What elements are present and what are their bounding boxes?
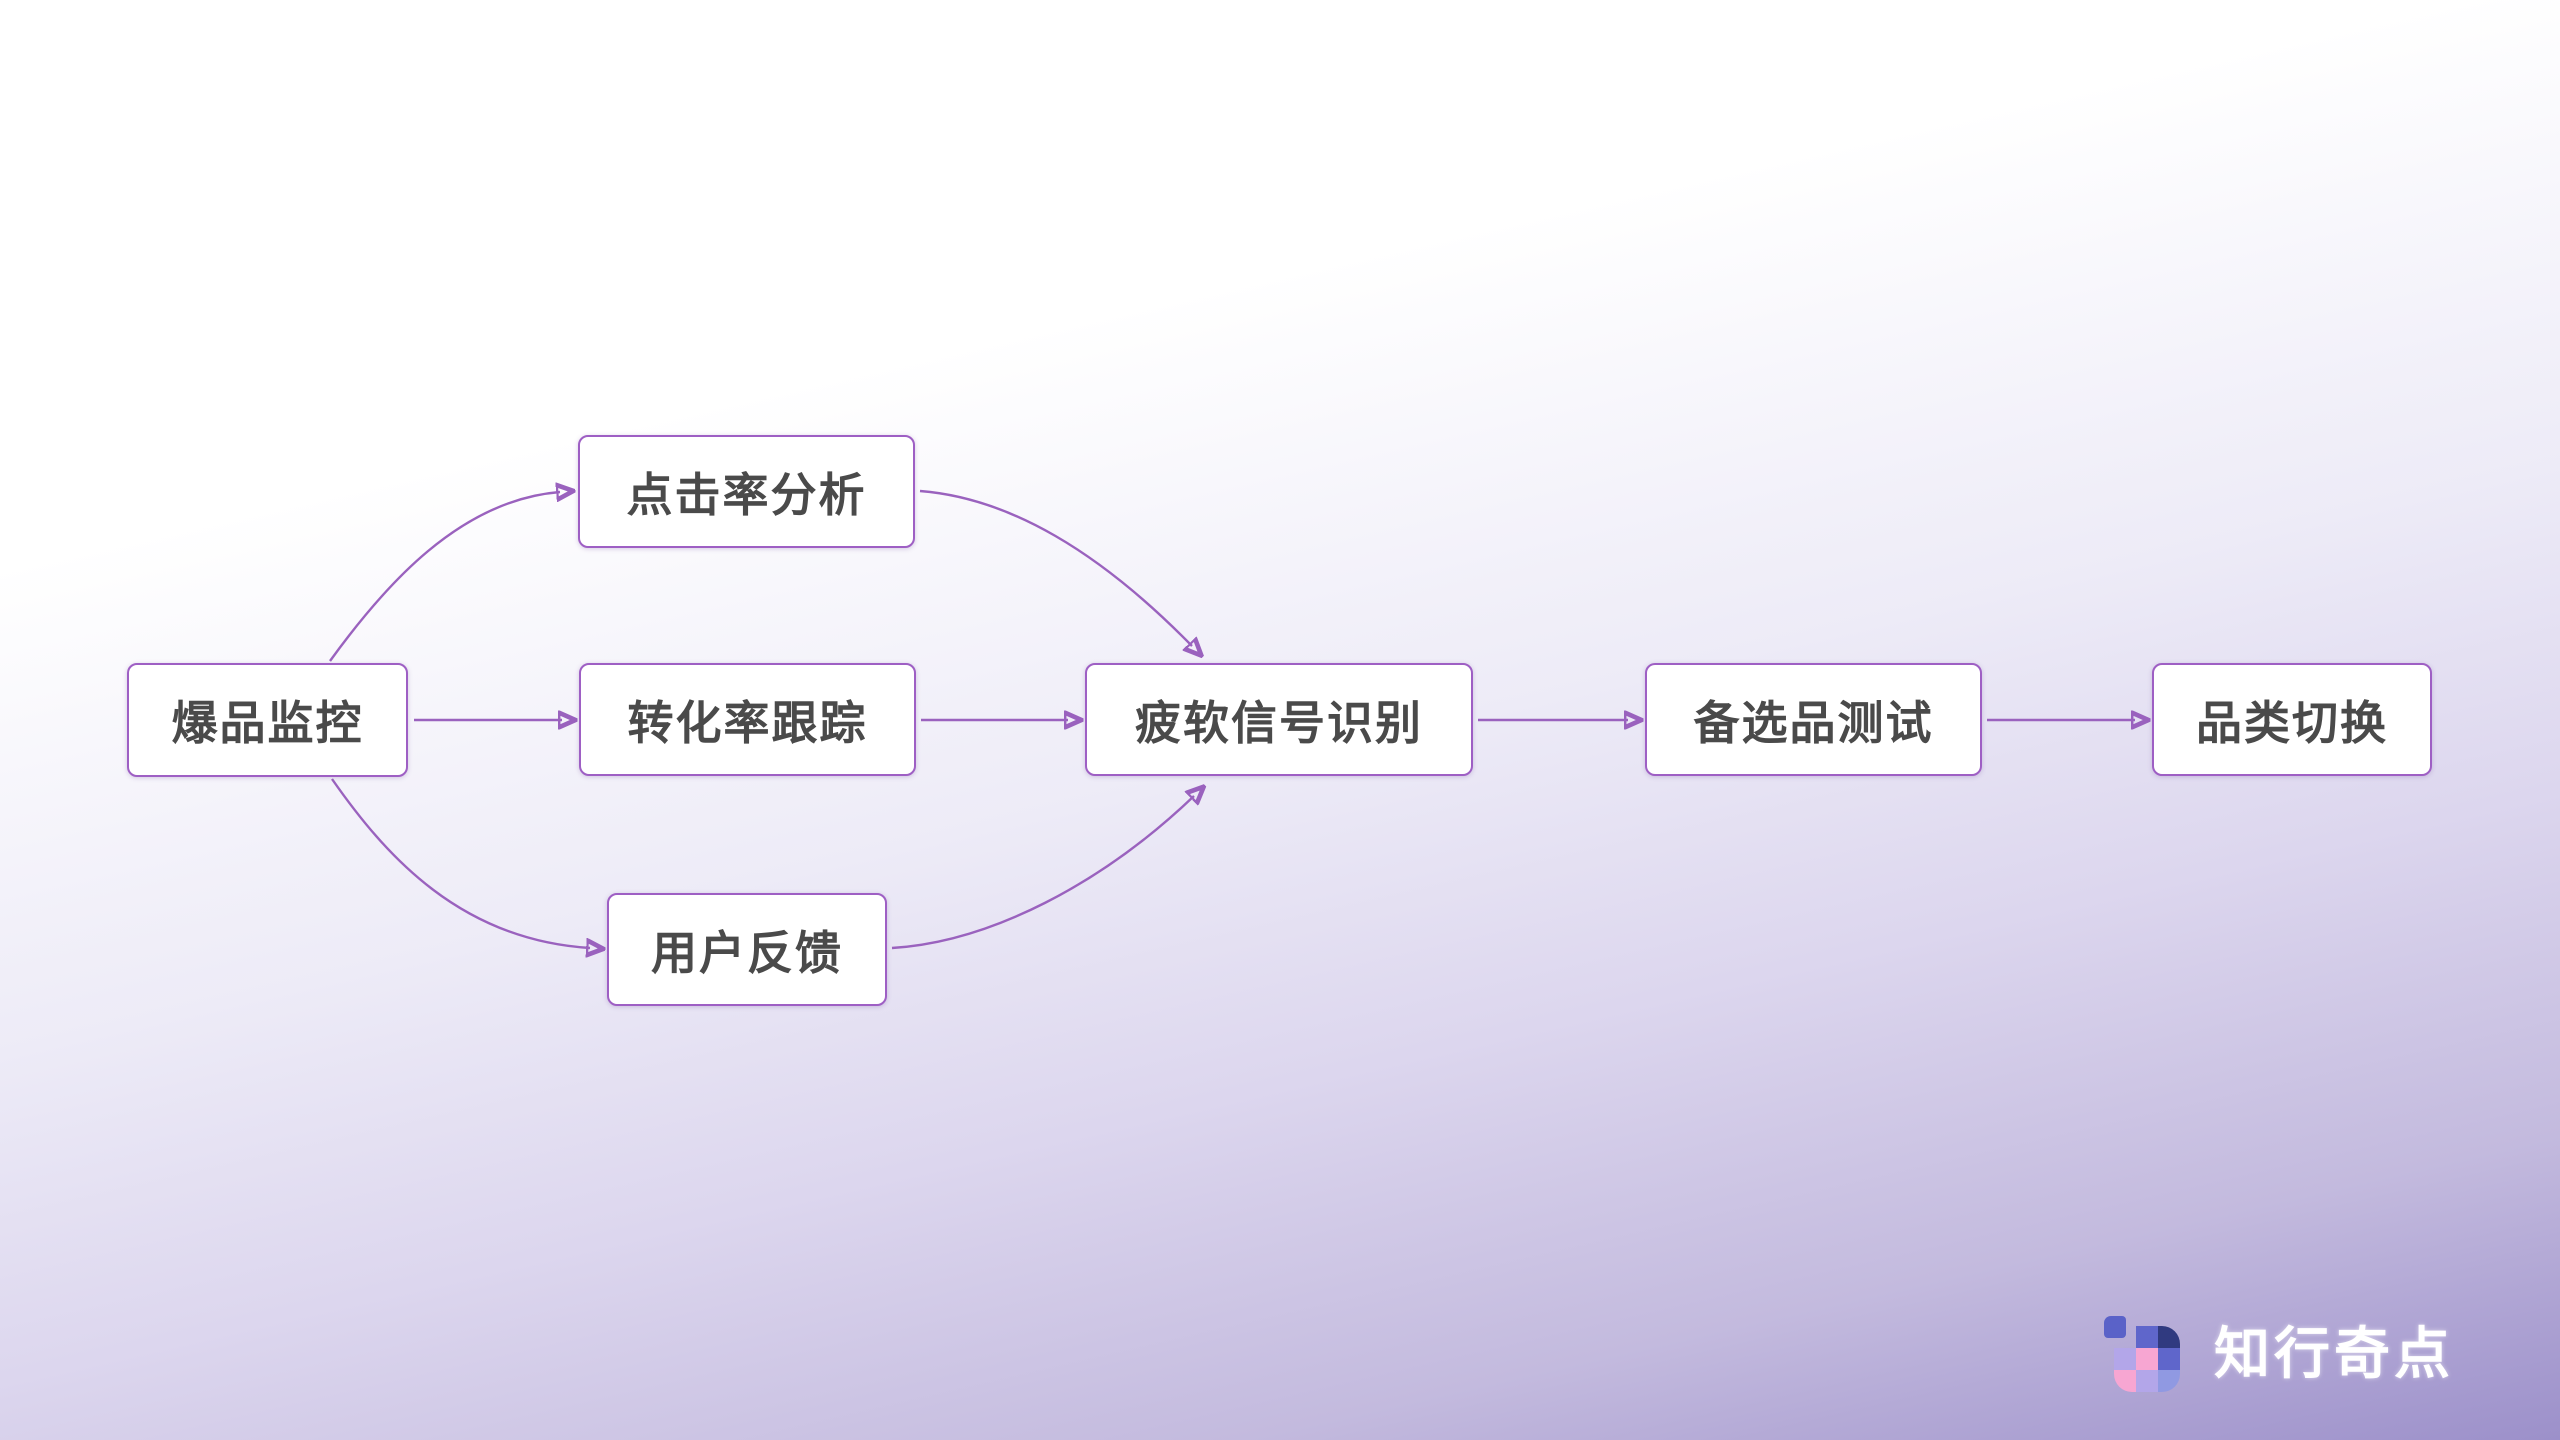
logo-cell	[2136, 1326, 2158, 1348]
logo-cell-empty	[2114, 1326, 2136, 1348]
edge-monitor-to-ctr	[329, 492, 560, 662]
logo-cell	[2136, 1348, 2158, 1370]
logo-cell	[2114, 1370, 2136, 1392]
node-weak-signal-detection: 疲软信号识别	[1085, 663, 1473, 776]
edge-ctr-to-signal	[919, 489, 1192, 646]
edge-monitor-to-feedback	[331, 778, 590, 948]
brand-name: 知行奇点	[2214, 1322, 2454, 1385]
node-conversion-tracking: 转化率跟踪	[579, 663, 916, 776]
logo-cell	[2158, 1348, 2180, 1370]
node-ctr-analysis: 点击率分析	[578, 435, 915, 548]
logo-square-detached	[2104, 1316, 2126, 1338]
logo-cell	[2158, 1326, 2180, 1348]
brand-watermark: 知行奇点	[2104, 1316, 2454, 1392]
node-alternative-testing: 备选品测试	[1645, 663, 1982, 776]
grid-logo-icon	[2104, 1316, 2180, 1392]
edge-feedback-to-signal	[891, 796, 1194, 950]
logo-cell	[2136, 1370, 2158, 1392]
node-category-switch: 品类切换	[2152, 663, 2432, 776]
logo-cell	[2114, 1348, 2136, 1370]
logo-cell	[2158, 1370, 2180, 1392]
node-hot-product-monitoring: 爆品监控	[127, 663, 408, 777]
node-user-feedback: 用户反馈	[607, 893, 887, 1006]
logo-grid	[2114, 1326, 2180, 1392]
